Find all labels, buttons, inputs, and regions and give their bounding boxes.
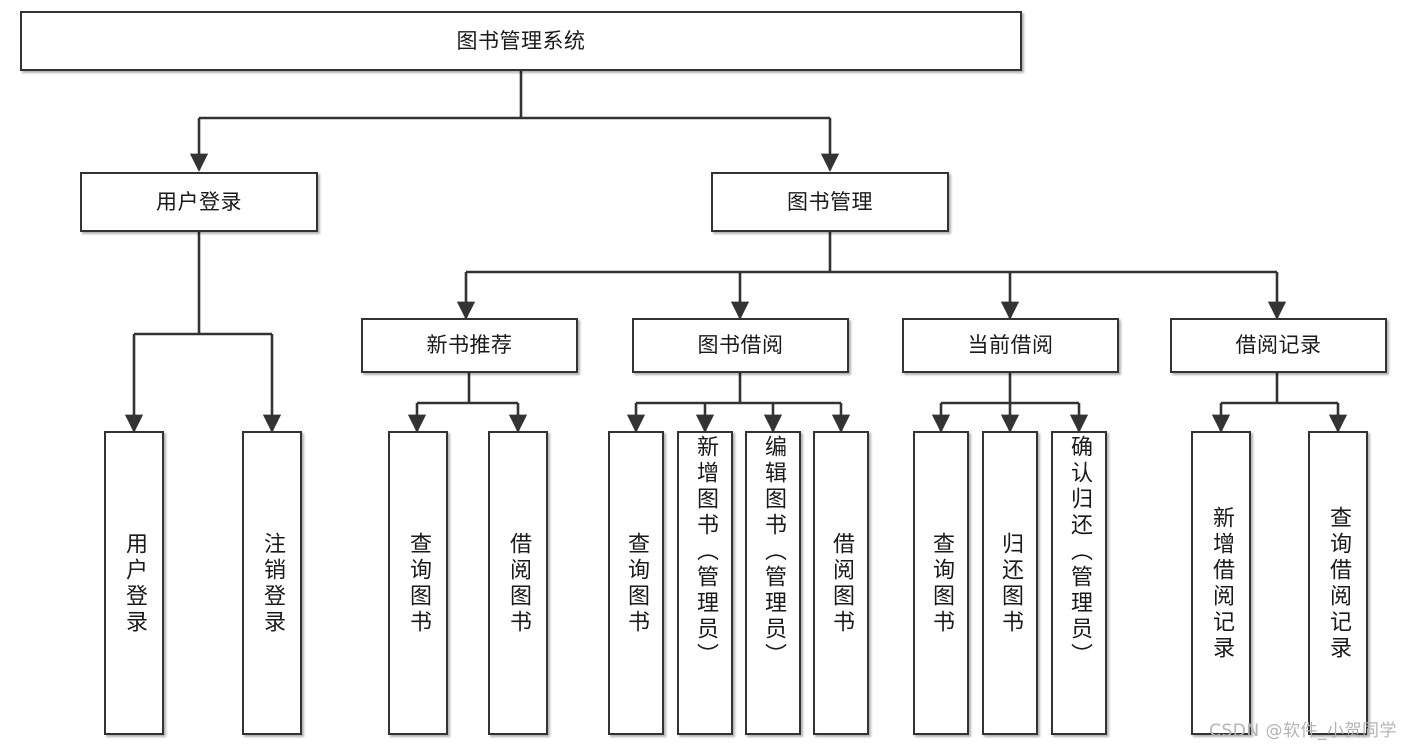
node-current-borrow-label: 当前借阅	[967, 333, 1054, 358]
leaf-user-login-label: 用户登录	[122, 532, 147, 636]
node-new-book-recommend-label: 新书推荐	[426, 333, 513, 358]
leaf-return-book[interactable]: 归还图书	[982, 431, 1038, 735]
leaf-user-login[interactable]: 用户登录	[104, 431, 164, 735]
node-book-borrow-label: 图书借阅	[697, 333, 784, 358]
leaf-edit-book-admin[interactable]: 编辑图书（管理员）	[745, 431, 801, 735]
leaf-new-book-borrow-label: 借阅图书	[506, 532, 531, 636]
node-new-book-recommend[interactable]: 新书推荐	[361, 318, 578, 373]
leaf-confirm-return-admin[interactable]: 确认归还（管理员）	[1051, 431, 1107, 735]
leaf-logout-label: 注销登录	[260, 532, 285, 636]
node-user-login-label: 用户登录	[156, 189, 242, 214]
node-book-manage-label: 图书管理	[787, 189, 873, 214]
node-borrow-record[interactable]: 借阅记录	[1170, 318, 1387, 373]
leaf-query-borrow-record[interactable]: 查询借阅记录	[1308, 431, 1368, 735]
csdn-watermark: CSDN @软件_小贺同学	[1209, 721, 1397, 741]
leaf-borrow-book-label: 借阅图书	[829, 532, 854, 636]
leaf-edit-book-admin-label: 编辑图书（管理员）	[761, 435, 786, 669]
leaf-add-book-admin[interactable]: 新增图书（管理员）	[677, 431, 733, 735]
node-book-borrow[interactable]: 图书借阅	[632, 318, 849, 373]
node-current-borrow[interactable]: 当前借阅	[902, 318, 1119, 373]
node-book-manage[interactable]: 图书管理	[711, 172, 949, 232]
leaf-borrow-query-book-label: 查询图书	[624, 532, 649, 636]
leaf-current-query-book-label: 查询图书	[929, 532, 954, 636]
leaf-confirm-return-admin-label: 确认归还（管理员）	[1067, 435, 1092, 669]
leaf-add-book-admin-label: 新增图书（管理员）	[693, 435, 718, 669]
leaf-logout[interactable]: 注销登录	[242, 431, 302, 735]
node-user-login[interactable]: 用户登录	[80, 172, 318, 232]
leaf-new-book-query-label: 查询图书	[406, 532, 431, 636]
node-root-system[interactable]: 图书管理系统	[20, 11, 1022, 71]
leaf-new-book-query[interactable]: 查询图书	[388, 431, 448, 735]
leaf-add-borrow-record[interactable]: 新增借阅记录	[1191, 431, 1251, 735]
node-root-system-label: 图书管理系统	[456, 28, 586, 53]
leaf-borrow-book[interactable]: 借阅图书	[813, 431, 869, 735]
node-borrow-record-label: 借阅记录	[1235, 333, 1322, 358]
leaf-add-borrow-record-label: 新增借阅记录	[1209, 506, 1234, 662]
leaf-return-book-label: 归还图书	[998, 532, 1023, 636]
leaf-borrow-query-book[interactable]: 查询图书	[608, 431, 664, 735]
leaf-new-book-borrow[interactable]: 借阅图书	[488, 431, 548, 735]
leaf-current-query-book[interactable]: 查询图书	[913, 431, 969, 735]
leaf-query-borrow-record-label: 查询借阅记录	[1326, 506, 1351, 662]
